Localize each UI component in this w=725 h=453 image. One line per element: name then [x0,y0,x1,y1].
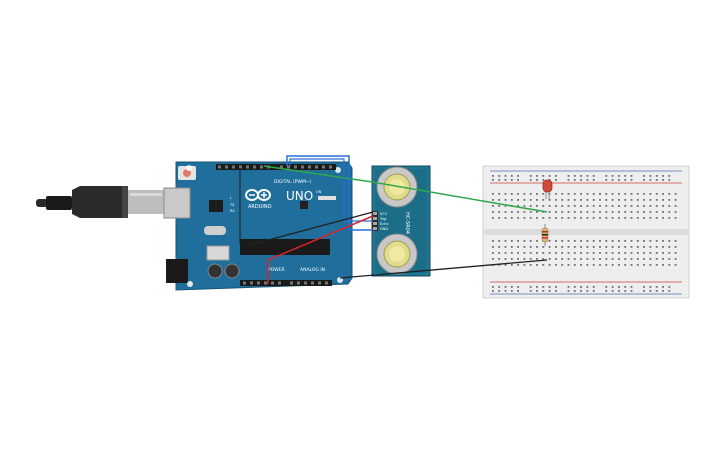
transducer-bottom [376,233,418,275]
usb-cable[interactable] [36,186,164,218]
breadboard[interactable] [482,165,690,299]
power-header-label: POWER [268,267,285,273]
black-wire-ground[interactable] [339,259,548,279]
led-on-label: ON [316,190,322,194]
arduino-logo-icon [245,189,271,201]
sensor-pin-header[interactable] [372,211,378,231]
breadboard-holes [492,175,677,292]
blue-wire-vcc[interactable] [286,155,373,231]
board-model-label: UNO [286,189,313,203]
arduino-uno-board[interactable]: ARDUINO UNO L TX RX ON DIGITAL (PWM~) [163,161,353,291]
digital-header-label: DIGITAL (PWM~) [274,179,312,185]
sensor-model-label: HC-SR04 [404,212,410,234]
ultrasonic-sensor[interactable]: VCC Trig Echo GND HC-SR04 [371,165,431,277]
led-l-label: L [230,196,232,200]
black-wire-sensor[interactable] [245,211,374,247]
sensor-pin-gnd: GND [380,227,388,231]
blue-wire-echo[interactable] [289,158,373,222]
analog-header-label: ANALOG IN [300,267,325,273]
arduino-logo-text: ARDUINO [248,204,272,210]
wires[interactable] [239,155,548,284]
red-led[interactable] [542,179,553,199]
resistor[interactable] [541,224,549,246]
sensor-pin-echo: Echo [380,222,389,226]
sensor-pin-vcc: VCC [380,212,388,216]
digital-pin-header[interactable] [216,164,336,170]
power-analog-header[interactable] [240,280,332,286]
led-rx-label: RX [230,209,235,213]
led-tx-label: TX [229,203,235,207]
green-wire[interactable] [263,165,548,213]
sensor-pin-trig: Trig [379,217,386,221]
red-wire[interactable] [267,215,374,284]
